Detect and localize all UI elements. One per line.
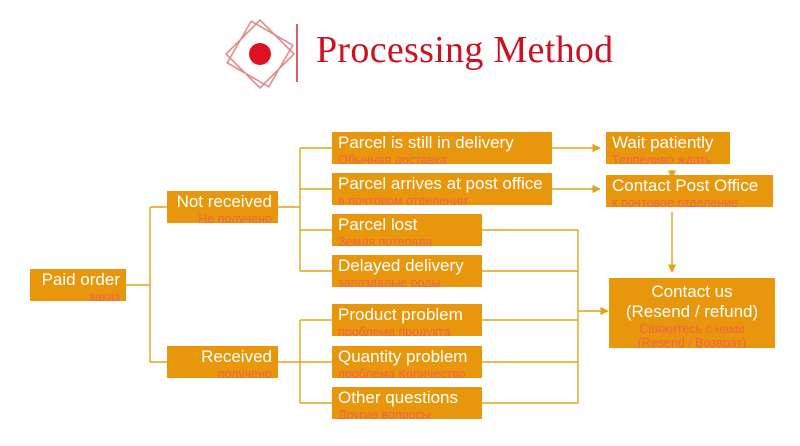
- node-contact-us[interactable]: Contact us (Resend / refund) Свяжитесь с…: [609, 278, 775, 348]
- node-label-en: Contact Post Office: [612, 176, 759, 195]
- node-contact-post-office[interactable]: Contact Post Office к почтовое отделение: [606, 175, 773, 207]
- node-label-ru: проблема продукта: [338, 325, 451, 336]
- node-label-en: Other questions: [338, 388, 459, 407]
- node-label-en: Received: [201, 347, 272, 366]
- node-label-ru: Терпеливо ждать: [612, 153, 712, 164]
- node-parcel-in-delivery[interactable]: Parcel is still in delivery Обычная дост…: [332, 132, 552, 164]
- node-label-ru: в почтовом отделении: [338, 194, 468, 205]
- node-label-en: Product problem: [338, 305, 463, 324]
- node-label-ru: Другие вопросы: [338, 408, 431, 419]
- node-quantity-problem[interactable]: Quantity problem проблема Количество: [332, 346, 482, 378]
- diamond-logo: [220, 18, 300, 90]
- node-label-en: Not received: [176, 192, 272, 211]
- node-parcel-lost[interactable]: Parcel lost Земля потеряла: [332, 214, 482, 246]
- node-product-problem[interactable]: Product problem проблема продукта: [332, 304, 482, 336]
- node-delayed-delivery[interactable]: Delayed delivery запоздалые роды: [332, 255, 482, 287]
- page-title: Processing Method: [316, 29, 614, 71]
- node-label-en: Parcel arrives at post office: [338, 174, 543, 193]
- node-label-ru: к почтовое отделение: [612, 196, 739, 207]
- node-label-ru: Не получено: [198, 212, 272, 223]
- node-label-ru: проблема Количество: [338, 367, 466, 378]
- node-label-ru: Земля потеряла: [338, 235, 433, 246]
- header-divider: [296, 24, 298, 82]
- node-paid-order[interactable]: Paid order заказ: [30, 269, 126, 301]
- node-not-received[interactable]: Not received Не получено: [167, 191, 278, 223]
- page-header: Processing Method: [0, 0, 800, 104]
- node-label-ru: получено: [217, 367, 272, 378]
- node-label-en: Delayed delivery: [338, 256, 464, 275]
- node-label-ru: заказ: [89, 290, 120, 301]
- node-parcel-at-post-office[interactable]: Parcel arrives at post office в почтовом…: [332, 173, 552, 205]
- node-label-ru: Обычная доставка: [338, 153, 447, 164]
- node-other-questions[interactable]: Other questions Другие вопросы: [332, 387, 482, 419]
- node-label-en: Wait patiently: [612, 133, 714, 152]
- node-label-en: Quantity problem: [338, 347, 468, 366]
- node-label-en: Paid order: [41, 270, 120, 289]
- node-label-ru: запоздалые роды: [338, 276, 441, 287]
- node-label-en: Parcel is still in delivery: [338, 133, 514, 152]
- node-received[interactable]: Received получено: [167, 346, 278, 378]
- node-label-en: Parcel lost: [338, 215, 418, 234]
- node-label-ru-2: (Resend / Возврат): [637, 336, 747, 348]
- node-label-en: Contact us: [651, 282, 733, 301]
- node-label-ru: Свяжитесь с нами: [639, 322, 745, 336]
- node-label-en-2: (Resend / refund): [625, 302, 759, 321]
- node-wait-patiently[interactable]: Wait patiently Терпеливо ждать: [606, 132, 730, 164]
